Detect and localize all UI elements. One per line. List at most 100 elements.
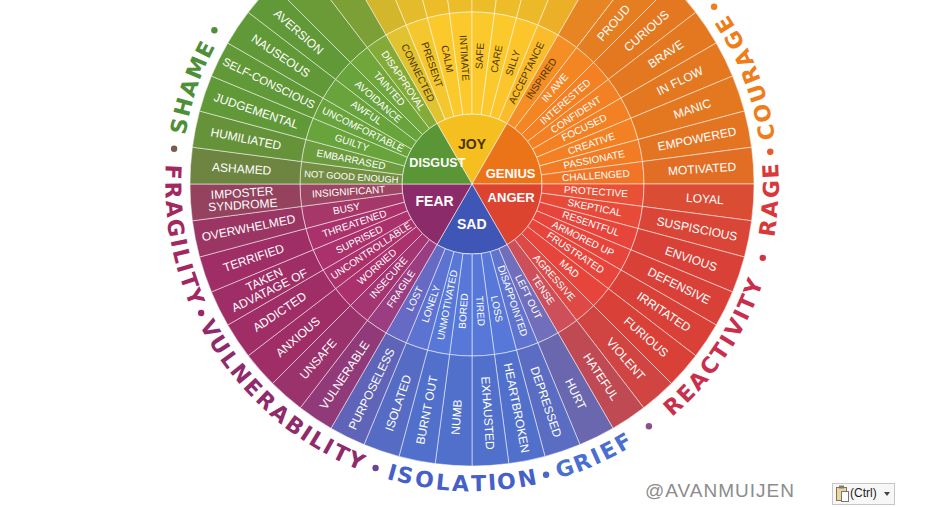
emotion-label: ENVIOUS (664, 244, 719, 273)
caption-letter: C (755, 122, 779, 142)
segment-fill (248, 0, 350, 79)
wheel-segment (350, 233, 429, 320)
emotion-label: CALM (439, 44, 454, 73)
segment-fill (643, 147, 754, 184)
segment-fill (638, 111, 751, 162)
emotion-label: IN FLOW (655, 65, 705, 98)
caption-letter: S (167, 116, 192, 136)
emotion-label: SILLY (504, 49, 522, 77)
button-frame (833, 484, 895, 505)
emotion-label: LOSS (489, 295, 504, 323)
segment-fill (248, 289, 350, 384)
caption-letter: L (435, 471, 451, 494)
wheel-segment (577, 306, 672, 408)
ring-caption: COURAGE (713, 12, 780, 142)
emotion-label: INSIGNIFICANT (312, 185, 386, 200)
wheel-segment (336, 62, 423, 141)
segment-fill (515, 233, 594, 320)
wheel-segment (364, 0, 427, 25)
separator-dot (760, 255, 766, 261)
separator-dot (711, 4, 717, 10)
segment-fill (402, 184, 472, 245)
segment-fill (481, 252, 516, 355)
wheel-segment (192, 206, 305, 257)
emotion-label: SAFE (475, 43, 487, 70)
separator-dot (198, 310, 204, 316)
segment-fill (190, 147, 301, 184)
wheel-segment (190, 147, 301, 184)
caption-letter: G (761, 180, 783, 198)
segment-fill (490, 249, 538, 350)
segment-fill (435, 355, 472, 466)
core-emotion-label: DISGUST (409, 157, 465, 171)
core-emotion-label: JOY (458, 137, 486, 152)
emotion-segment: ASHAMED (189, 146, 303, 186)
segment-fill (367, 240, 437, 333)
core-emotion-sector: ANGER (471, 182, 543, 246)
clipboard-icon (837, 488, 847, 501)
segment-fill (450, 12, 472, 115)
wheel-segment (594, 289, 696, 384)
caption-letter: I (487, 472, 497, 494)
caption-letter: O (750, 102, 776, 125)
emotion-label: ASHAMED (211, 161, 271, 177)
wheel-segment (331, 0, 406, 35)
emotion-label: LOYAL (686, 192, 725, 206)
segment-fill (450, 253, 472, 356)
caption-letter: R (757, 218, 781, 238)
wheel-segment (313, 98, 411, 157)
segment-fill (306, 202, 407, 250)
wheel-segment (638, 111, 751, 162)
segment-fill (200, 76, 313, 139)
wheel-segment (594, 0, 696, 79)
ring-caption: GRIEF (553, 430, 636, 483)
emotion-label: OVERWHELMED (201, 213, 297, 243)
dropdown-arrow (884, 492, 890, 496)
segment-fill (300, 320, 386, 428)
emotion-label: HUMILIATED (210, 126, 283, 152)
emotion-label: BUSY (332, 201, 361, 216)
watermark: @AVANMUIJEN (645, 481, 795, 500)
core-emotion-label: SAD (457, 217, 487, 232)
segment-fill (399, 350, 450, 463)
emotion-label: DEPRESSED (528, 365, 563, 439)
wheel-segment (521, 227, 608, 306)
emotion-label: MANIC (673, 97, 713, 121)
caption-letter: H (171, 95, 197, 118)
ring-caption: SHAME (167, 38, 219, 135)
segment-fill (631, 229, 744, 292)
segment-fill (521, 227, 608, 306)
segment-fill (300, 184, 403, 206)
caption-letter: R (161, 181, 183, 198)
emotion-label: MAD (557, 258, 580, 280)
caption-letter: A (451, 472, 469, 495)
segment-fill (577, 306, 672, 408)
segment-fill (594, 0, 696, 79)
emotion-label: VIOLENT (604, 335, 647, 382)
emotion-label: CARE (489, 44, 504, 73)
emotion-segment: EMPOWERED (637, 110, 753, 163)
emotion-label: EXHAUSTED (479, 376, 496, 450)
emotion-segment: BURNT OUT (398, 349, 451, 465)
emotion-label: PROTECTIVE (564, 185, 628, 199)
caption-letter: F (161, 164, 184, 180)
core-emotion-sector: DISGUST (401, 122, 473, 186)
emotion-label: NUMB (450, 399, 464, 435)
emotion-label: FURIOUS (622, 315, 671, 360)
wheel-segment (450, 253, 472, 356)
segment-fill (472, 253, 494, 356)
emotion-label: ISOLATED (383, 373, 413, 432)
separator-dot (543, 472, 549, 478)
core-emotion-label: GENIUS (486, 167, 536, 181)
core-emotion-label: FEAR (416, 194, 454, 209)
wheel-segment (435, 0, 472, 13)
segment-shape (401, 122, 473, 186)
emotion-label: IMPOSTER SYNDROME (206, 185, 278, 214)
emotion-label: TIRED (474, 296, 486, 327)
segment-fill (558, 320, 644, 428)
emotion-label: INTIMATE (457, 35, 470, 81)
segment-shape (401, 183, 473, 246)
emotion-label: BRAVE (646, 38, 686, 70)
wheel-segment (521, 62, 608, 141)
